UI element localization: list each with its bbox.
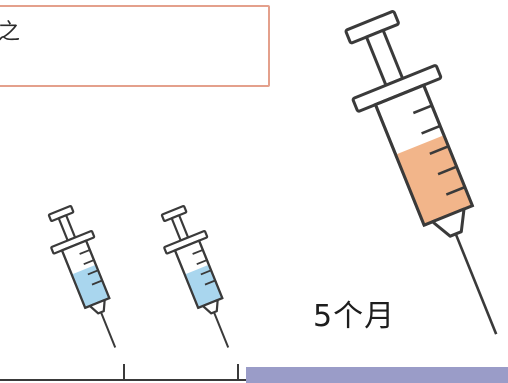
note-text: 之: [0, 20, 21, 45]
small-syringe-1-icon: [47, 204, 117, 348]
large-syringe-icon: [344, 10, 498, 335]
duration-label: 5个月: [313, 299, 396, 334]
note-box: [0, 5, 270, 87]
small-syringe-2-icon: [160, 204, 230, 348]
five-month-band: [246, 367, 508, 383]
timeline: [0, 364, 508, 383]
